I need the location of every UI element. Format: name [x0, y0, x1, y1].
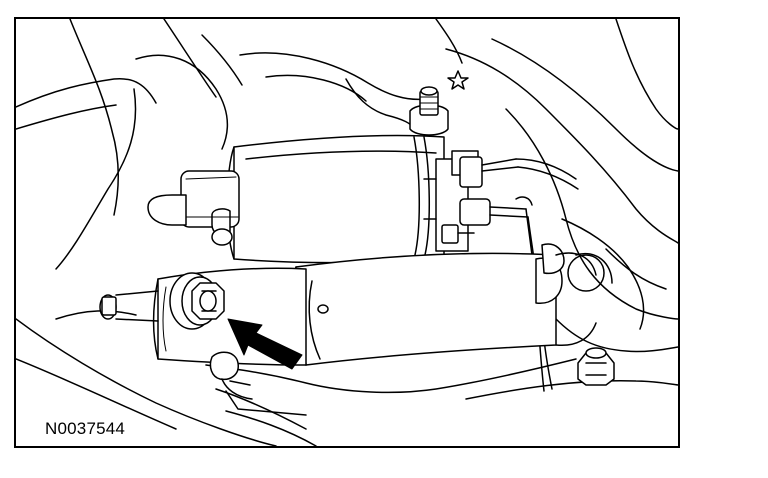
- figure-id-label: N0037544: [45, 419, 126, 438]
- solenoid-terminals: [423, 150, 579, 392]
- starter-solenoid: [147, 134, 445, 264]
- star-marker: [447, 70, 469, 90]
- right-side-bolt: [577, 347, 615, 386]
- arrow-icon: [227, 318, 303, 370]
- upper-mounting-stud: [409, 86, 449, 136]
- illustration-frame: N0037544: [14, 17, 680, 448]
- lower-bracket: [209, 351, 307, 416]
- engine-background-contours: [16, 19, 678, 446]
- starter-motor-illustration: [16, 19, 678, 446]
- starter-motor-body: [290, 243, 613, 366]
- starter-mounting-bolt: [169, 272, 225, 330]
